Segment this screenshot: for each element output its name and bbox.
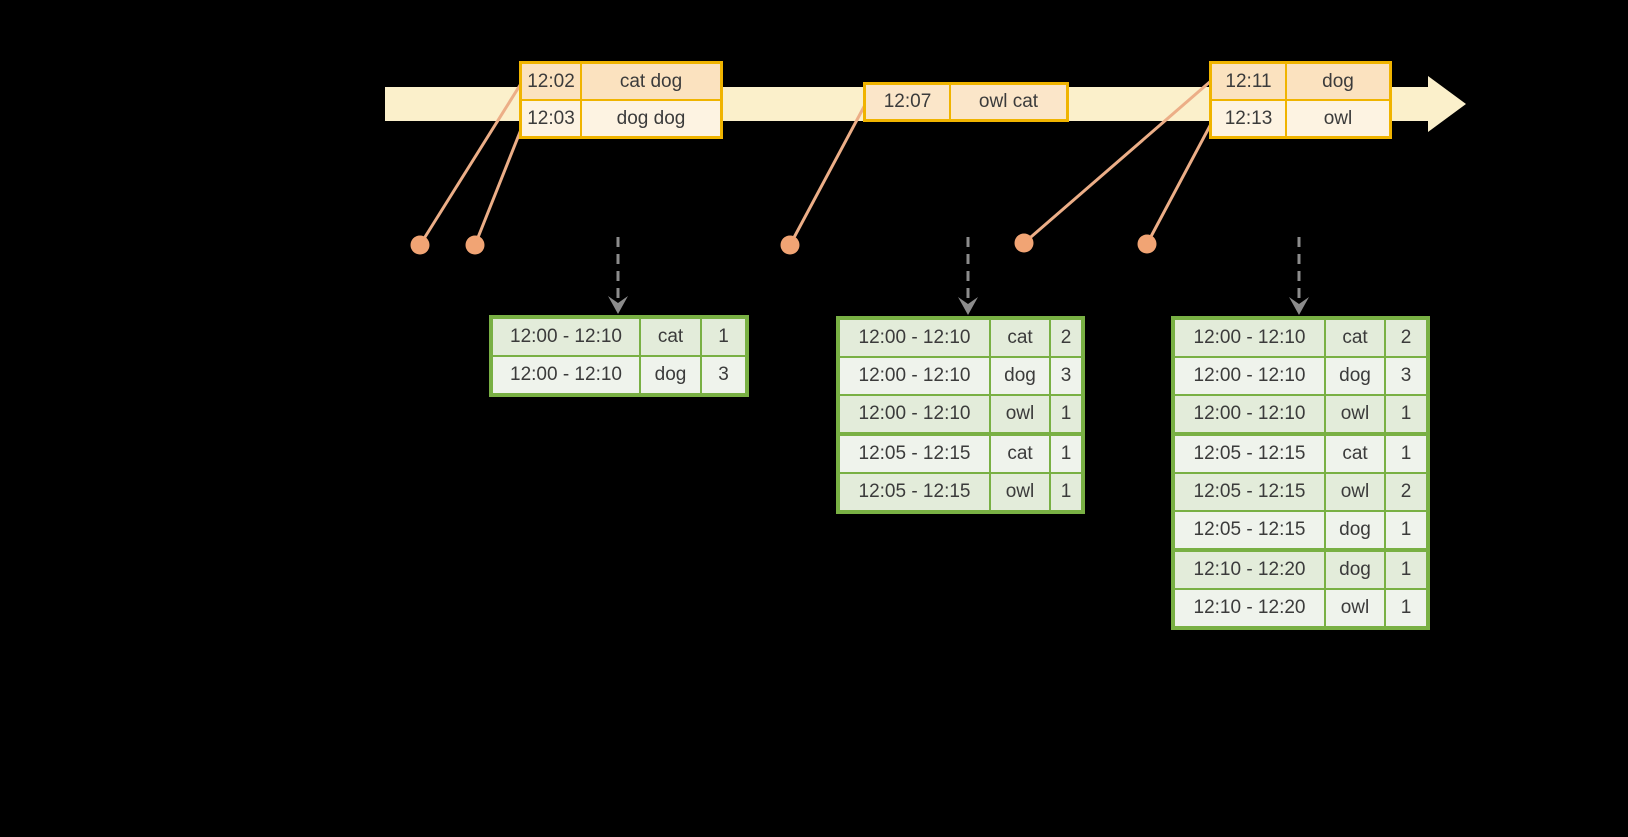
event-dot (410, 235, 430, 255)
result-table: 12:00 - 12:10 cat 2 12:00 - 12:10 dog 3 … (836, 316, 1085, 514)
trigger-arrow-icon (958, 237, 978, 315)
word-cell: owl (989, 394, 1051, 435)
count-cell: 1 (1049, 394, 1084, 435)
table-row: 12:05 - 12:15 owl 2 (1172, 472, 1429, 512)
event-table: 12:07 owl cat (863, 82, 1069, 122)
count-cell: 1 (1384, 432, 1429, 474)
word-cell: owl (1324, 588, 1386, 629)
event-data-cell: dog dog (580, 99, 723, 139)
window-cell: 12:05 - 12:15 (837, 472, 991, 513)
window-cell: 12:05 - 12:15 (1172, 472, 1326, 512)
event-time-cell: 12:07 (863, 82, 951, 122)
table-row: 12:00 - 12:10 dog 3 (490, 355, 748, 396)
table-row: 12:10 - 12:20 dog 1 (1172, 548, 1429, 590)
table-row: 12:00 - 12:10 dog 3 (837, 356, 1084, 396)
count-cell: 1 (1384, 548, 1429, 590)
count-cell: 1 (1384, 394, 1429, 435)
count-cell: 1 (1049, 432, 1084, 474)
word-cell: dog (639, 355, 702, 396)
event-dot (780, 235, 800, 255)
result-table: 12:00 - 12:10 cat 1 12:00 - 12:10 dog 3 (489, 315, 749, 397)
window-cell: 12:00 - 12:10 (1172, 356, 1326, 396)
window-cell: 12:05 - 12:15 (837, 432, 991, 474)
event-dot (1137, 234, 1157, 254)
table-row: 12:10 - 12:20 owl 1 (1172, 588, 1429, 629)
event-dot (1014, 233, 1034, 253)
table-row: 12:11 dog (1209, 61, 1392, 101)
window-cell: 12:00 - 12:10 (490, 355, 641, 396)
count-cell: 2 (1384, 472, 1429, 512)
count-cell: 1 (700, 316, 748, 357)
word-cell: cat (989, 432, 1051, 474)
event-dot (465, 235, 485, 255)
event-time-cell: 12:03 (519, 99, 582, 139)
word-cell: owl (989, 472, 1051, 513)
table-row: 12:13 owl (1209, 99, 1392, 139)
table-row: 12:00 - 12:10 owl 1 (1172, 394, 1429, 435)
event-time-cell: 12:13 (1209, 99, 1287, 139)
event-connector-line (1023, 78, 1213, 245)
window-cell: 12:00 - 12:10 (1172, 394, 1326, 435)
table-row: 12:00 - 12:10 cat 2 (1172, 317, 1429, 358)
table-row: 12:05 - 12:15 dog 1 (1172, 510, 1429, 551)
event-data-cell: owl (1285, 99, 1392, 139)
window-cell: 12:00 - 12:10 (837, 317, 991, 358)
trigger-arrow-icon (1289, 237, 1309, 315)
event-connector-line (788, 102, 868, 246)
count-cell: 1 (1049, 472, 1084, 513)
count-cell: 3 (1384, 356, 1429, 396)
word-cell: cat (989, 317, 1051, 358)
window-cell: 12:00 - 12:10 (1172, 317, 1326, 358)
window-cell: 12:00 - 12:10 (837, 356, 991, 396)
event-connector-line (473, 121, 526, 246)
word-cell: owl (1324, 472, 1386, 512)
word-cell: dog (1324, 356, 1386, 396)
word-cell: dog (1324, 548, 1386, 590)
event-data-cell: dog (1285, 61, 1392, 101)
event-time-cell: 12:11 (1209, 61, 1287, 101)
window-cell: 12:00 - 12:10 (490, 316, 641, 357)
count-cell: 3 (700, 355, 748, 396)
word-cell: owl (1324, 394, 1386, 435)
window-cell: 12:10 - 12:20 (1172, 588, 1326, 629)
timeline-arrowhead-icon (1428, 76, 1466, 132)
result-table: 12:00 - 12:10 cat 2 12:00 - 12:10 dog 3 … (1171, 316, 1430, 630)
table-row: 12:02 cat dog (519, 61, 723, 101)
count-cell: 3 (1049, 356, 1084, 396)
table-row: 12:05 - 12:15 owl 1 (837, 472, 1084, 513)
window-cell: 12:05 - 12:15 (1172, 432, 1326, 474)
event-connector-line (418, 81, 524, 246)
table-row: 12:05 - 12:15 cat 1 (1172, 432, 1429, 474)
trigger-arrow-icon (608, 237, 628, 314)
table-row: 12:00 - 12:10 cat 1 (490, 316, 748, 357)
event-data-cell: cat dog (580, 61, 723, 101)
word-cell: cat (1324, 432, 1386, 474)
event-data-cell: owl cat (949, 82, 1069, 122)
event-table: 12:11 dog 12:13 owl (1209, 61, 1392, 139)
table-row: 12:05 - 12:15 cat 1 (837, 432, 1084, 474)
word-cell: cat (1324, 317, 1386, 358)
count-cell: 2 (1384, 317, 1429, 358)
table-row: 12:00 - 12:10 owl 1 (837, 394, 1084, 435)
table-row: 12:07 owl cat (863, 82, 1069, 122)
table-row: 12:00 - 12:10 cat 2 (837, 317, 1084, 358)
window-cell: 12:10 - 12:20 (1172, 548, 1326, 590)
count-cell: 1 (1384, 588, 1429, 629)
word-cell: dog (989, 356, 1051, 396)
table-row: 12:03 dog dog (519, 99, 723, 139)
table-row: 12:00 - 12:10 dog 3 (1172, 356, 1429, 396)
event-time-cell: 12:02 (519, 61, 582, 101)
window-cell: 12:00 - 12:10 (837, 394, 991, 435)
event-connector-line (1145, 121, 1214, 245)
window-cell: 12:05 - 12:15 (1172, 510, 1326, 551)
event-table: 12:02 cat dog 12:03 dog dog (519, 61, 723, 139)
word-cell: dog (1324, 510, 1386, 551)
count-cell: 1 (1384, 510, 1429, 551)
word-cell: cat (639, 316, 702, 357)
count-cell: 2 (1049, 317, 1084, 358)
